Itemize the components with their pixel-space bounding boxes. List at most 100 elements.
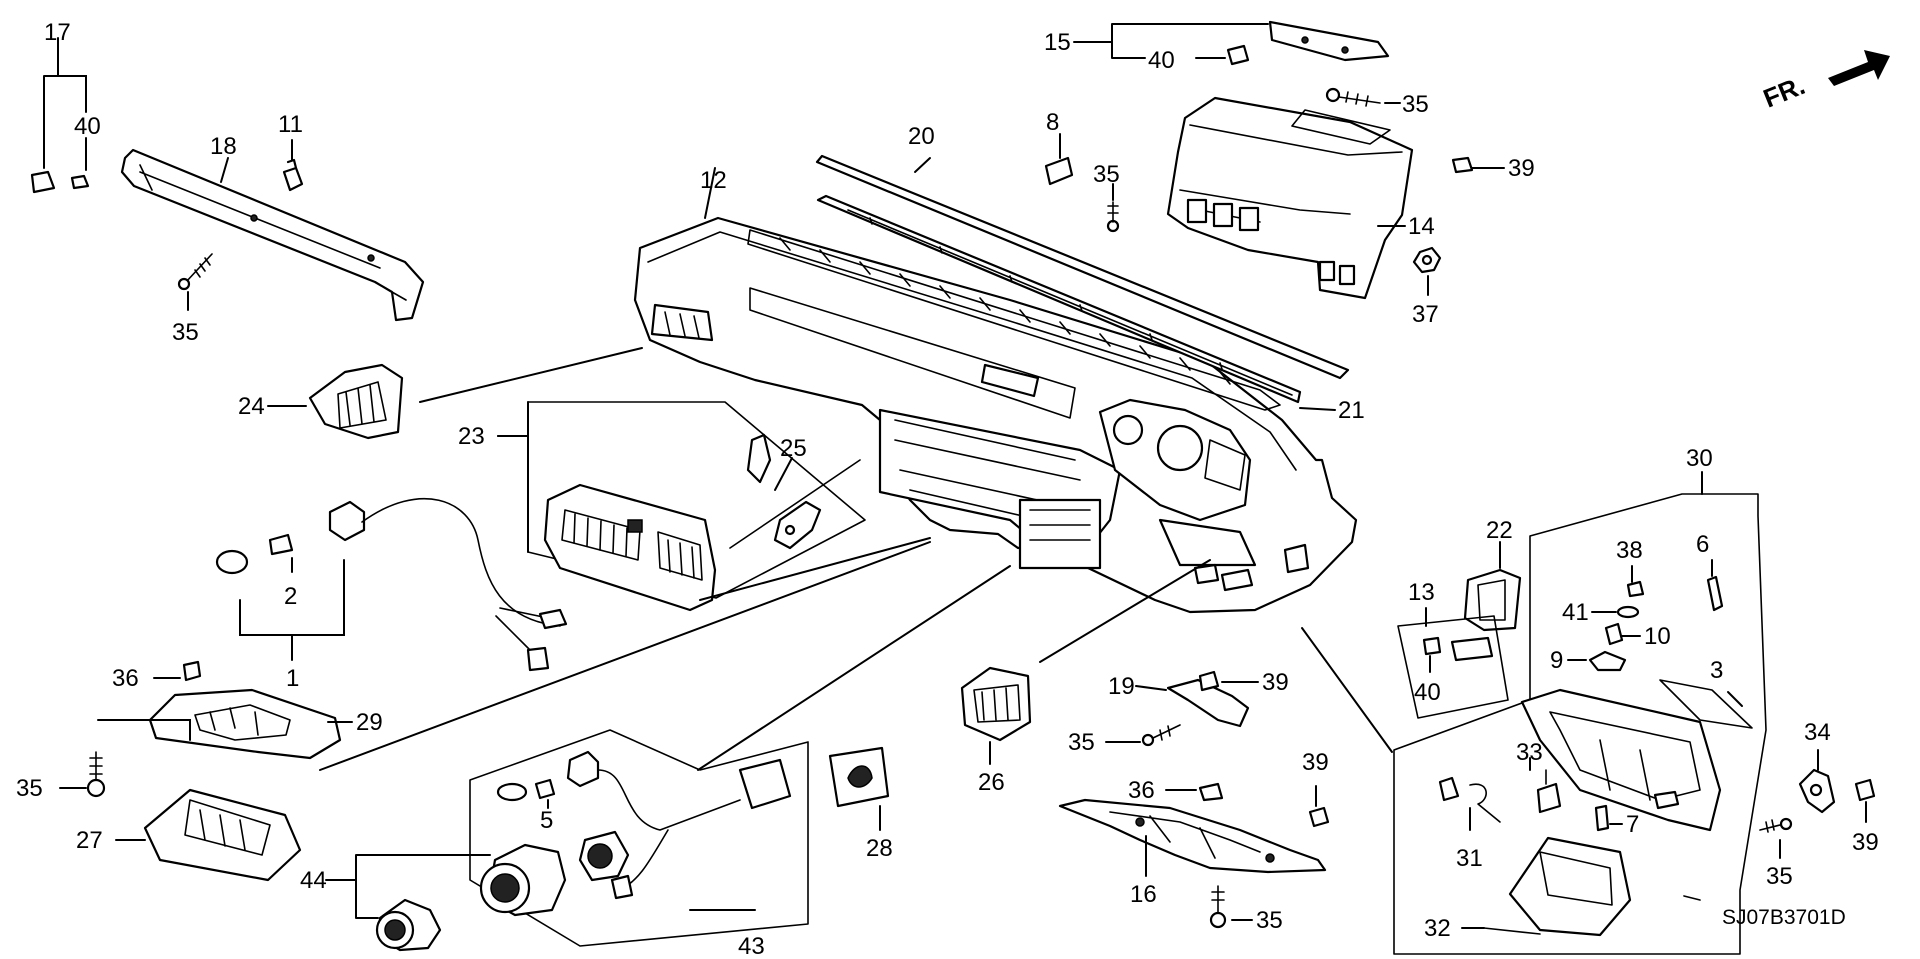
part-40-clip-top <box>1226 44 1250 66</box>
callout-25: 25 <box>780 435 807 462</box>
part-18-shape <box>120 148 425 322</box>
callout-22: 22 <box>1486 517 1513 544</box>
part-17-clip-group <box>30 37 90 194</box>
nut-37 <box>1412 246 1442 296</box>
part-6-shape <box>1706 575 1724 612</box>
part-39-clip-low <box>1308 806 1330 828</box>
part-9-shape <box>1588 650 1627 672</box>
part-17-shape <box>30 170 56 194</box>
callout-6: 6 <box>1696 531 1709 558</box>
callout-27: 27 <box>76 827 103 854</box>
part-5-bulb-shape <box>534 778 556 800</box>
right-vent-slot <box>1283 543 1310 574</box>
callout-39-c: 39 <box>1302 749 1329 776</box>
callout-29: 29 <box>356 709 383 736</box>
part-39-clip-right <box>1854 778 1876 802</box>
part-2-bulb-shape <box>268 533 294 556</box>
screw-35-bottom <box>1209 885 1253 929</box>
part-29-group <box>148 660 353 760</box>
glovebox-small-parts <box>1567 559 1724 672</box>
part-30-frame <box>1393 493 1767 955</box>
part-38-shape <box>1626 580 1645 598</box>
callout-37: 37 <box>1412 301 1439 328</box>
center-display-slot <box>980 363 1040 398</box>
callout-20: 20 <box>908 123 935 150</box>
callout-40-a: 40 <box>74 113 101 140</box>
callout-39-a: 39 <box>1508 155 1535 182</box>
trim-22 <box>1463 541 1522 632</box>
vent-assembly-23 <box>497 401 931 612</box>
callout-39-b: 39 <box>1262 669 1289 696</box>
callout-15: 15 <box>1044 29 1071 56</box>
callout-32: 32 <box>1424 915 1451 942</box>
clip-36-low <box>1165 782 1224 802</box>
part-15-trim <box>1073 20 1390 66</box>
callout-35-d: 35 <box>16 775 43 802</box>
part-25-clip-shape <box>746 433 772 484</box>
dashboard-body-shape <box>633 216 1358 614</box>
callout-33: 33 <box>1516 739 1543 766</box>
callout-44: 44 <box>300 867 327 894</box>
part-16-shape <box>1058 798 1327 874</box>
part-27-pocket <box>115 541 931 882</box>
part-15-shape <box>1268 20 1390 62</box>
callout-35-f: 35 <box>1256 907 1283 934</box>
callout-30: 30 <box>1686 445 1713 472</box>
front-arrow-icon <box>1828 50 1890 86</box>
direction-label: FR. <box>1759 70 1809 114</box>
callout-39-d: 39 <box>1852 829 1879 856</box>
callout-7: 7 <box>1626 811 1639 838</box>
lighter-44 <box>325 843 567 952</box>
callout-40-b: 40 <box>1148 47 1175 74</box>
callout-18: 18 <box>210 133 237 160</box>
part-8-shape <box>1044 156 1074 186</box>
callout-5: 5 <box>540 807 553 834</box>
part-14-hood <box>1166 96 1414 300</box>
callout-17: 17 <box>44 19 71 46</box>
glovebox-lower-parts <box>1438 757 1701 937</box>
harness-1 <box>215 497 568 672</box>
callout-11: 11 <box>278 111 303 138</box>
bulb-8 <box>1044 133 1074 186</box>
clip-39-low <box>1308 785 1330 828</box>
callout-31: 31 <box>1456 845 1483 872</box>
part-24-shape <box>308 363 404 440</box>
callout-10: 10 <box>1644 623 1671 650</box>
part-41-shape <box>1616 605 1640 619</box>
link-25 <box>729 433 861 550</box>
callout-24: 24 <box>238 393 265 420</box>
part-12-dashboard <box>633 167 1358 614</box>
callout-35-e: 35 <box>1068 729 1095 756</box>
part-11-clip <box>282 139 304 192</box>
callout-21: 21 <box>1338 397 1365 424</box>
part-33-shape <box>1536 782 1562 814</box>
part-32-shape <box>1508 836 1632 937</box>
callout-labels: 17 40 18 11 35 12 20 8 35 15 40 35 39 14… <box>16 19 1879 959</box>
screw-35-midlow <box>1105 724 1181 747</box>
part-25-bracket-shape <box>773 500 822 550</box>
part-34-group <box>1759 749 1876 859</box>
part-1-lamp-cap <box>215 549 249 575</box>
callout-38: 38 <box>1616 537 1643 564</box>
callout-2: 2 <box>284 583 297 610</box>
right-bracket <box>1158 518 1257 567</box>
part-31-left <box>1438 776 1460 802</box>
part-43-socket-shape <box>566 750 600 788</box>
center-bracket <box>1018 498 1102 570</box>
callout-28: 28 <box>866 835 893 862</box>
part-3-strip <box>1659 679 1753 729</box>
part-5-lamp-cap <box>496 782 528 802</box>
part-10-shape <box>1604 622 1624 646</box>
defroster-grille <box>747 229 1281 411</box>
callout-16: 16 <box>1130 881 1157 908</box>
part-36-clip-low <box>1198 782 1224 802</box>
callout-34: 34 <box>1804 719 1831 746</box>
part-18-bracket <box>120 148 425 322</box>
screw-35-top <box>1325 87 1401 107</box>
part-21-strip <box>816 194 1336 411</box>
part-13-shape <box>1450 636 1494 662</box>
part-20-strip <box>815 154 1350 380</box>
callout-9: 9 <box>1550 647 1563 674</box>
part-19-group <box>1135 670 1259 728</box>
callout-35-b: 35 <box>1093 161 1120 188</box>
